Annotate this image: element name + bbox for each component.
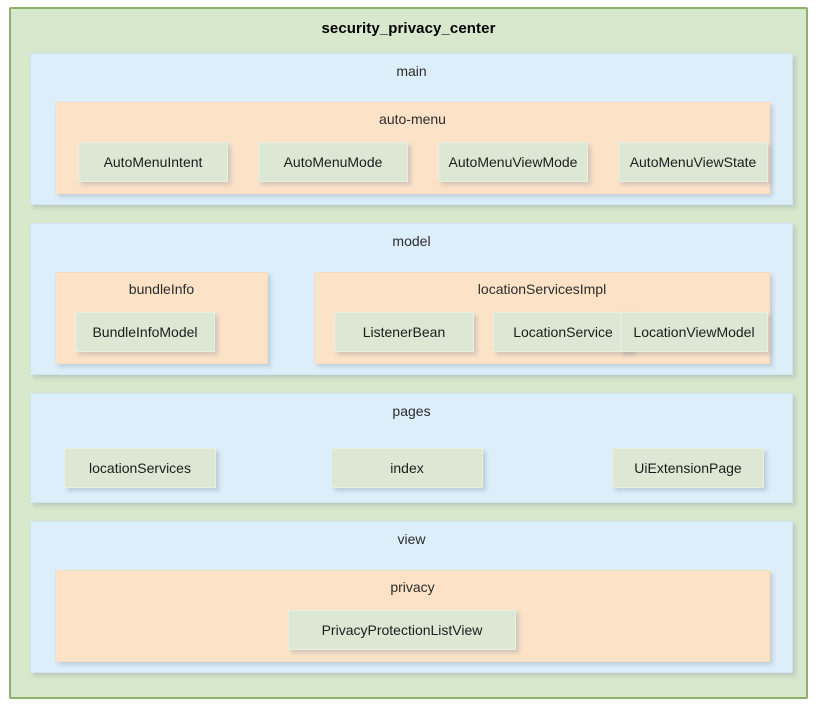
root-package-security-privacy-center: security_privacy_center main auto-menu A… xyxy=(9,7,808,699)
module-main: main auto-menu AutoMenuIntent AutoMenuMo… xyxy=(30,53,793,205)
module-pages-label: pages xyxy=(392,403,431,419)
module-view: view privacy PrivacyProtectionListView xyxy=(30,521,793,673)
leaf-node-location-view-model[interactable]: LocationViewModel xyxy=(620,312,768,352)
subpackage-location-services-impl-label: locationServicesImpl xyxy=(477,281,607,297)
subpackage-privacy-label: privacy xyxy=(390,579,435,595)
subpackage-privacy: privacy PrivacyProtectionListView xyxy=(55,570,770,662)
leaf-node-bundle-info-model[interactable]: BundleInfoModel xyxy=(75,312,215,352)
subpackage-auto-menu: auto-menu AutoMenuIntent AutoMenuMode Au… xyxy=(55,102,770,194)
leaf-node-auto-menu-intent[interactable]: AutoMenuIntent xyxy=(78,142,228,182)
leaf-node-auto-menu-view-state[interactable]: AutoMenuViewState xyxy=(618,142,768,182)
subpackage-bundle-info-label: bundleInfo xyxy=(128,281,195,297)
leaf-node-index[interactable]: index xyxy=(331,448,483,488)
subpackage-location-services-impl: locationServicesImpl ListenerBean Locati… xyxy=(314,272,770,364)
subpackage-bundle-info: bundleInfo BundleInfoModel xyxy=(55,272,268,364)
module-view-label: view xyxy=(397,531,426,547)
module-model: model bundleInfo BundleInfoModel locatio… xyxy=(30,223,793,375)
leaf-node-auto-menu-mode[interactable]: AutoMenuMode xyxy=(258,142,408,182)
leaf-node-ui-extension-page[interactable]: UiExtensionPage xyxy=(612,448,764,488)
module-main-label: main xyxy=(396,63,427,79)
leaf-node-auto-menu-view-mode[interactable]: AutoMenuViewMode xyxy=(438,142,588,182)
module-pages: pages locationServices index UiExtension… xyxy=(30,393,793,503)
page-title: security_privacy_center xyxy=(321,20,496,37)
leaf-node-location-service[interactable]: LocationService xyxy=(493,312,633,352)
leaf-node-location-services[interactable]: locationServices xyxy=(64,448,216,488)
leaf-node-privacy-protection-list-view[interactable]: PrivacyProtectionListView xyxy=(288,610,516,650)
leaf-node-listener-bean[interactable]: ListenerBean xyxy=(334,312,474,352)
module-model-label: model xyxy=(392,233,431,249)
subpackage-auto-menu-label: auto-menu xyxy=(379,111,446,127)
